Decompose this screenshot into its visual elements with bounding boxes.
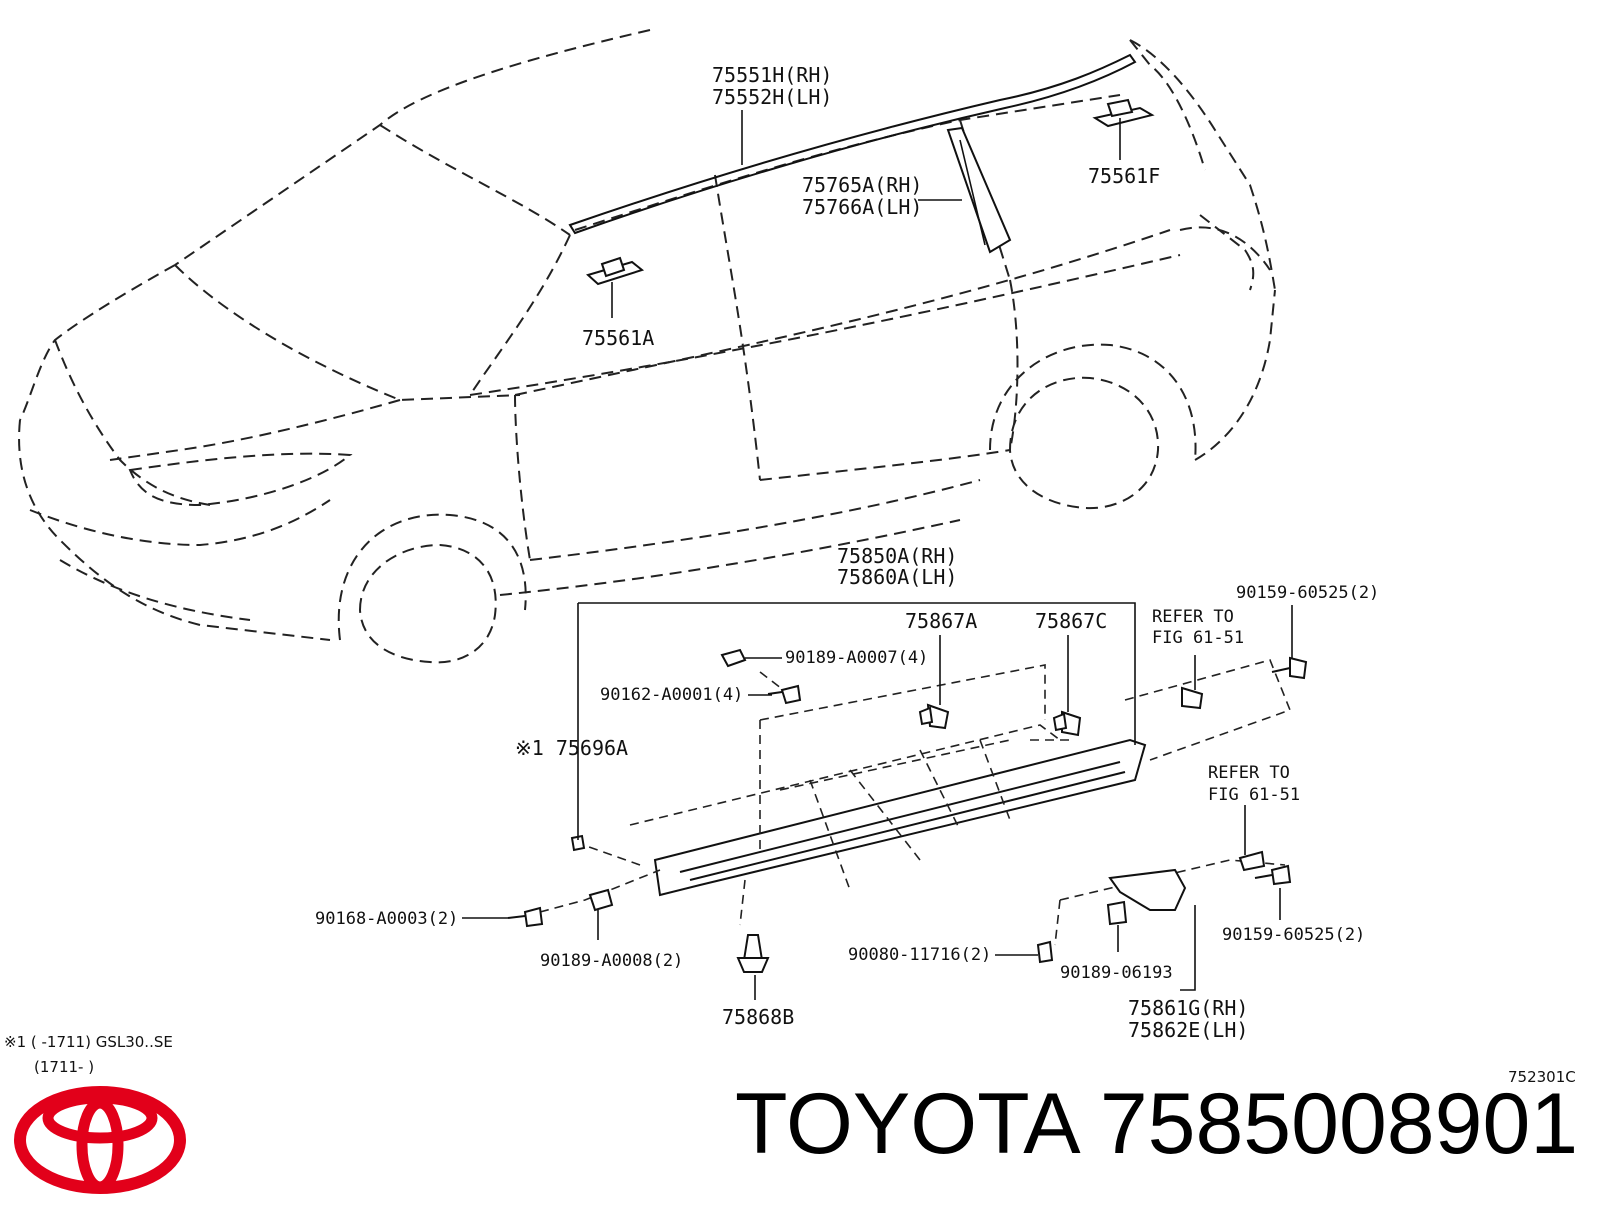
toyota-logo-icon [14,1086,186,1194]
label-refer-bottom-2: FIG 61-51 [1208,785,1300,805]
rocker-panel [653,738,1147,897]
label-screw-90168: 90168-A0003(2) [315,909,458,929]
label-refer-bottom-1: REFER TO [1208,763,1290,783]
part-number: 7585008901 [1099,1076,1579,1172]
label-roof-molding-rh: 75551H(RH) [712,63,832,87]
brand-part-title: TOYOTA 7585008901 [735,1075,1585,1185]
label-clip-90189-06193: 90189-06193 [1060,963,1173,983]
label-rocker-lh: 75860A(LH) [837,565,957,589]
label-screw-90159-top: 90159-60525(2) [1236,583,1379,603]
mounting-area [539,659,1292,946]
clip-75561f-shape [1092,98,1155,128]
label-screw-90159-bottom: 90159-60525(2) [1222,925,1365,945]
label-clip-90189-a0008: 90189-A0008(2) [540,951,683,971]
label-refer-top-1: REFER TO [1152,607,1234,627]
leader-lines [462,110,1293,1000]
label-clip-75868b: 75868B [722,1005,794,1029]
label-clip-75867a: 75867A [905,609,977,633]
figure-code: 752301C [1508,1068,1576,1086]
part-labels: 75551H(RH) 75552H(LH) 75765A(RH) 75766A(… [315,63,1379,1042]
label-screw-90080: 90080-11716(2) [848,945,991,965]
label-clip-90189-a0007: 90189-A0007(4) [785,648,928,668]
footnote-line-1: ※1 ( -1711) GSL30..SE [4,1033,173,1051]
label-bracket-lh: 75862E(LH) [1128,1018,1248,1042]
label-roof-molding-lh: 75552H(LH) [712,85,832,109]
label-refer-top-2: FIG 61-51 [1152,628,1244,648]
label-note-75696a: ※1 75696A [515,736,628,760]
label-rocker-rh: 75850A(RH) [837,544,957,568]
vehicle-outline [18,29,1276,664]
clip-75561a-shape [586,256,645,286]
label-bracket-rh: 75861G(RH) [1128,996,1248,1020]
label-clip-75867c: 75867C [1035,609,1107,633]
roof-molding [568,53,1137,235]
label-clip-75561a: 75561A [582,326,654,350]
label-pillar-rh: 75765A(RH) [802,173,922,197]
label-pillar-lh: 75766A(LH) [802,195,922,219]
footnote: ※1 ( -1711) GSL30..SE (1711- ) [4,1033,173,1076]
brand-name: TOYOTA [735,1076,1076,1172]
footnote-line-2: (1711- ) [34,1058,94,1076]
pillar-garnish [946,126,1012,254]
fastener-shapes [507,648,1308,973]
label-screw-90162: 90162-A0001(4) [600,685,743,705]
label-clip-75561f: 75561F [1088,164,1160,188]
